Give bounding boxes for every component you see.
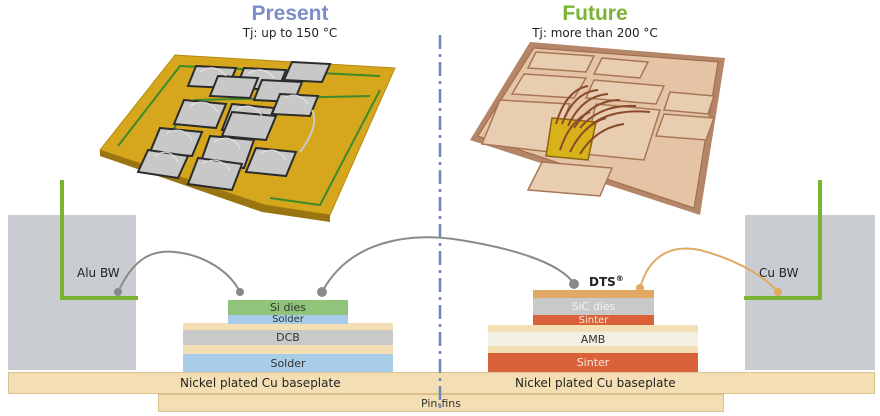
baseplate-label-left: Nickel plated Cu baseplate [180,376,341,390]
ceramic-module-icon [470,42,725,215]
alu-bw-label: Alu BW [77,266,120,280]
future-sinter-bottom: Sinter [488,353,698,372]
future-amb-label: AMB [580,332,606,346]
future-sic-dies: SiC dies [533,298,654,315]
future-dts [533,290,654,298]
future-sinter-top: Sinter [533,314,654,326]
dts-label-text: DTS [589,275,616,289]
future-title: Future [562,2,628,25]
baseplate [8,372,875,394]
present-title: Present [251,2,329,25]
alu-bond-wire-left [114,250,244,296]
present-solder-bottom: Solder [183,354,393,372]
frame-left-horizontal [60,296,138,300]
dts-label: DTS® [589,274,624,289]
present-subtitle: Tj: up to 150 °C [242,26,338,40]
present-dcb: DCB [183,330,393,345]
present-solder-bottom-label: Solder [270,356,306,370]
future-sinter-top-label: Sinter [578,314,609,326]
present-dcb-upper-copper [183,323,393,330]
future-sic-dies-label: SiC dies [571,300,616,313]
cu-bw-label: Cu BW [759,266,799,280]
frame-right-horizontal [744,296,822,300]
frame-left-vertical [60,180,64,300]
frame-right-vertical [818,180,822,300]
future-amb: AMB [488,332,698,346]
present-solder-top-label: Solder [272,314,304,325]
present-si-dies: Si dies [228,300,348,315]
baseplate-label-right: Nickel plated Cu baseplate [515,376,676,390]
present-si-dies-label: Si dies [269,301,307,314]
housing-right [745,215,875,370]
future-sinter-bottom-label: Sinter [576,356,610,369]
pcb-module-icon [99,54,396,222]
future-subtitle: Tj: more than 200 °C [532,26,658,40]
present-solder-top: Solder [228,314,348,325]
present-dcb-lower-copper [183,345,393,354]
dts-registered-mark: ® [615,274,624,283]
future-amb-lower-copper [488,346,698,353]
present-dcb-label: DCB [276,331,300,344]
alu-bond-wire-long [317,236,579,297]
future-amb-upper-copper [488,325,698,332]
pin-fins-label: Pin-fins [420,396,462,410]
cu-bond-wire [636,247,782,296]
